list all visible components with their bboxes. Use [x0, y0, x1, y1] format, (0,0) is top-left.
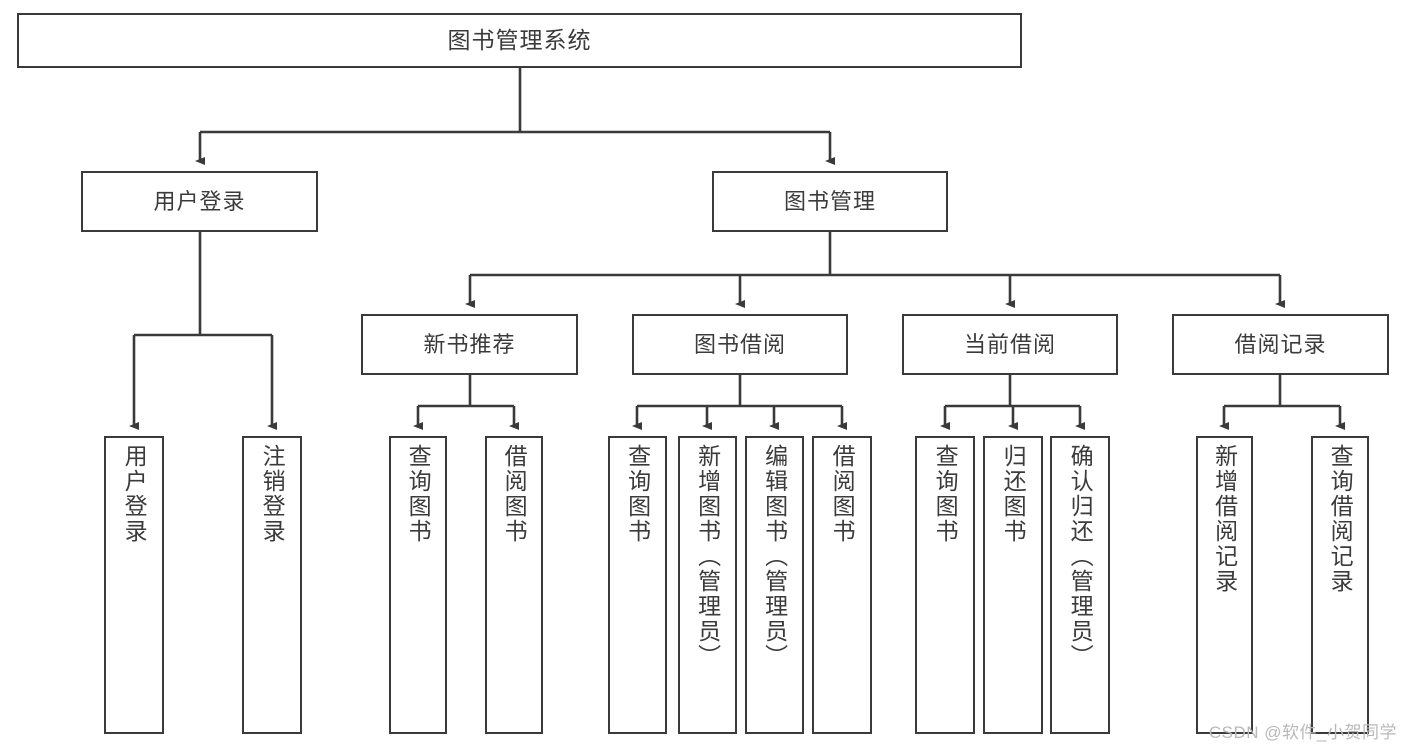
node-root-system[interactable]: 图书管理系统	[17, 13, 1022, 68]
node-label: 图书借阅	[693, 331, 786, 357]
node-user-login[interactable]: 用户登录	[81, 171, 318, 232]
node-label: 编辑图书（管理员）	[761, 444, 788, 669]
node-label: 用户登录	[153, 188, 246, 214]
node-label: 确认归还（管理员）	[1067, 444, 1094, 669]
node-current-borrow[interactable]: 当前借阅	[902, 314, 1118, 375]
leaf-recommend-query-book[interactable]: 查询图书	[389, 436, 447, 734]
node-label: 用户登录	[121, 444, 148, 544]
node-label: 归还图书	[1000, 444, 1027, 544]
node-label: 借阅图书	[829, 444, 856, 544]
node-label: 查询借阅记录	[1327, 444, 1354, 594]
leaf-borrow-borrow-book[interactable]: 借阅图书	[812, 436, 872, 734]
leaf-recommend-borrow-book[interactable]: 借阅图书	[485, 436, 543, 734]
leaf-record-query-record[interactable]: 查询借阅记录	[1311, 436, 1369, 734]
leaf-user-login-login[interactable]: 用户登录	[104, 436, 164, 734]
node-label: 查询图书	[624, 444, 651, 544]
leaf-current-query-book[interactable]: 查询图书	[915, 436, 975, 734]
node-label: 查询图书	[405, 444, 432, 544]
node-label: 新书推荐	[423, 331, 516, 357]
leaf-record-add-record[interactable]: 新增借阅记录	[1196, 436, 1253, 734]
node-book-borrow[interactable]: 图书借阅	[632, 314, 848, 375]
node-new-book-recommend[interactable]: 新书推荐	[361, 314, 578, 375]
leaf-borrow-add-book-admin[interactable]: 新增图书（管理员）	[678, 436, 737, 734]
node-label: 当前借阅	[963, 331, 1056, 357]
node-borrow-record[interactable]: 借阅记录	[1172, 314, 1389, 375]
node-label: 查询图书	[932, 444, 959, 544]
node-label: 借阅图书	[501, 444, 528, 544]
node-label: 新增图书（管理员）	[694, 444, 721, 669]
node-book-management[interactable]: 图书管理	[712, 171, 948, 232]
leaf-borrow-query-book[interactable]: 查询图书	[608, 436, 667, 734]
node-label: 图书管理	[783, 188, 876, 214]
leaf-current-return-book[interactable]: 归还图书	[983, 436, 1043, 734]
node-label: 新增借阅记录	[1211, 444, 1238, 594]
leaf-current-confirm-return-admin[interactable]: 确认归还（管理员）	[1050, 436, 1110, 734]
node-label: 注销登录	[259, 444, 286, 544]
node-label: 借阅记录	[1234, 331, 1327, 357]
watermark: CSDN @软件_小贺同学	[1208, 723, 1397, 742]
node-label: 图书管理系统	[447, 26, 592, 53]
leaf-borrow-edit-book-admin[interactable]: 编辑图书（管理员）	[745, 436, 804, 734]
leaf-user-login-logout[interactable]: 注销登录	[242, 436, 302, 734]
